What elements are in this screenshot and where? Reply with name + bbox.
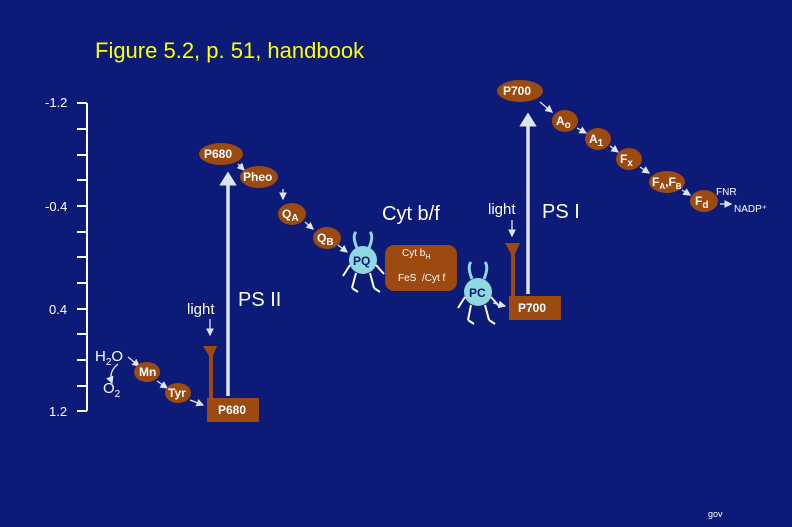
fx-label: Fx [620, 152, 633, 169]
y-tick-label: 1.2 [49, 404, 67, 419]
footer-text: gov [708, 509, 723, 519]
tyr-label: Tyr [168, 386, 186, 400]
water-oxidation: H2O O2 [95, 348, 141, 400]
qa-label: QA [282, 207, 299, 224]
pc-carrier: PC [457, 261, 500, 325]
ps1-funnel [505, 243, 520, 298]
electron-arrow [539, 101, 553, 113]
ps1-reaction-center: P700 light PS I [488, 112, 580, 320]
p700-excited-node [497, 80, 543, 102]
mn-label: Mn [139, 365, 156, 379]
pq-ears [352, 230, 374, 249]
electron-arrow [639, 166, 651, 174]
p680-top-label: P680 [204, 147, 232, 161]
ps1-label: PS I [542, 201, 580, 223]
y-tick-label: -0.4 [45, 199, 67, 214]
electron-arrow [576, 126, 588, 134]
p680-bottom-label: P680 [218, 403, 246, 417]
ps2-funnel [203, 346, 217, 398]
pq-arms [342, 264, 385, 277]
cytbf-label: Cyt b/f [382, 203, 440, 225]
pq-carrier: PQ [342, 230, 385, 293]
pq-label: PQ [353, 254, 370, 268]
electron-arrow [609, 144, 620, 153]
pheo-node [240, 166, 278, 188]
water-label: H2O [95, 348, 123, 368]
figure-title: Figure 5.2, p. 51, handbook [95, 38, 365, 63]
qa-node [278, 203, 306, 225]
cytf-label: /Cyt f [422, 273, 446, 284]
mn-node [134, 362, 160, 382]
qb-node [313, 227, 341, 249]
electron-arrow [189, 399, 205, 407]
fd-node [690, 190, 718, 212]
cyt-bh-label: Cyt bH [402, 248, 430, 261]
ps2-reaction-center: P680 light PS II [187, 171, 281, 422]
tyr-node [165, 383, 191, 403]
y-tick-label: -1.2 [45, 95, 67, 110]
pc-body [464, 278, 492, 306]
a0-label: Ao [556, 114, 571, 131]
electron-arrow [156, 380, 169, 389]
pq-legs [351, 272, 381, 293]
y-tick-label: 0.4 [49, 302, 67, 317]
cytbf-complex [385, 245, 457, 291]
nadp-label: NADP⁺ [734, 204, 767, 215]
a0-node [552, 110, 578, 132]
p700-bottom-node [509, 296, 561, 320]
pc-label: PC [469, 286, 486, 300]
electron-arrow [337, 244, 349, 253]
ps2-label: PS II [238, 289, 281, 311]
light-label: light [187, 301, 215, 318]
fd-label: Fd [695, 194, 708, 211]
electron-arrow [681, 188, 692, 196]
a1-label: A1 [589, 132, 604, 149]
p700-bottom-label: P700 [518, 301, 546, 315]
p680-excited-node [199, 143, 243, 165]
electron-arrow [236, 162, 245, 171]
fes-label: FeS [398, 273, 417, 284]
electron-arrow [304, 221, 314, 230]
pc-ears [467, 261, 489, 280]
fafb-label: FA,FB [652, 175, 682, 191]
pheo-label: Pheo [243, 170, 272, 184]
fx-node [616, 148, 642, 170]
pc-legs [467, 304, 496, 325]
electron-arrow [492, 300, 507, 309]
qb-label: QB [317, 231, 334, 248]
a1-node [585, 128, 611, 150]
oxygen-label: O2 [103, 380, 121, 400]
p700-top-label: P700 [503, 84, 531, 98]
fafb-node [649, 171, 685, 193]
light-label: light [488, 201, 516, 218]
y-axis: -1.2 -0.4 0.4 1.2 [45, 95, 88, 419]
pq-body [349, 246, 377, 274]
p680-bottom-node [207, 398, 259, 422]
fnr-label: FNR [716, 187, 737, 198]
